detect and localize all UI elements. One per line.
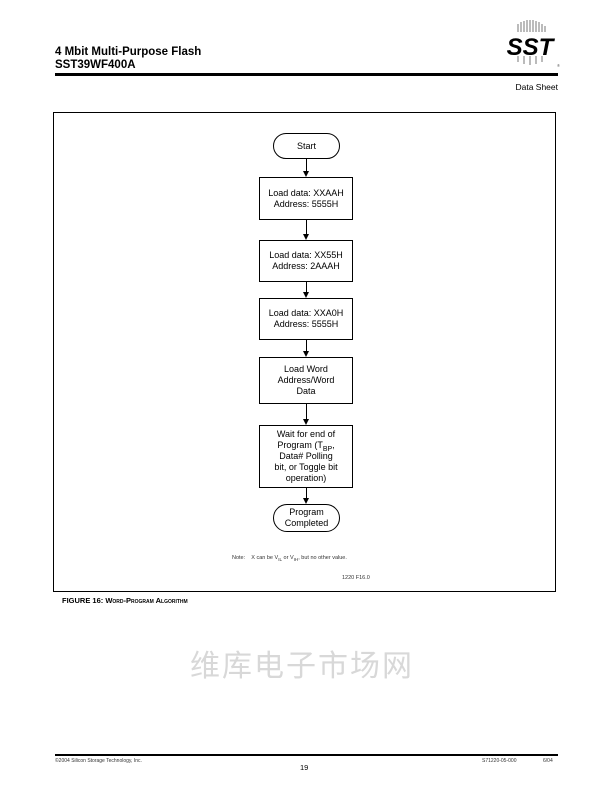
connector — [306, 340, 307, 351]
step-line: Address/Word — [277, 375, 335, 385]
footer-rule — [55, 754, 558, 756]
svg-text:®: ® — [557, 63, 560, 68]
step-line: operation) — [285, 473, 327, 483]
sst-logo: SST ® — [500, 18, 560, 70]
step-line: bit, or Toggle bit — [274, 462, 338, 472]
step-line: Load data: XXA0H — [268, 308, 344, 318]
text: , — [332, 440, 335, 450]
figure-note: Note: X can be VIL or VIH, but no other … — [232, 555, 347, 563]
doc-number: S71220-05-000 — [482, 758, 517, 764]
step-line: Load data: XXAAH — [268, 187, 344, 198]
connector — [306, 404, 307, 419]
subscript: BP — [322, 445, 333, 453]
figure-frame — [53, 112, 556, 592]
header-rule — [55, 73, 558, 76]
connector — [306, 220, 307, 234]
step-line: Data — [296, 386, 316, 396]
product-title: 4 Mbit Multi-Purpose Flash — [55, 46, 202, 58]
flow-step-wait: Wait for end of Program (TBP, Data# Poll… — [259, 425, 353, 488]
connector — [306, 282, 307, 292]
arrow-icon — [303, 171, 309, 177]
text: Program (T — [277, 440, 323, 450]
step-line: Wait for end of — [276, 429, 336, 439]
arrow-icon — [303, 234, 309, 240]
figure-id: 1220 F16.0 — [342, 575, 370, 581]
svg-text:SST: SST — [507, 34, 556, 61]
step-line: Load data: XX55H — [269, 250, 343, 260]
end-line: Completed — [284, 518, 329, 528]
text: or V — [282, 555, 294, 561]
arrow-icon — [303, 498, 309, 504]
connector — [306, 488, 307, 498]
flow-start: Start — [273, 133, 340, 159]
caption-title: Word-Program Algorithm — [105, 596, 188, 605]
step-line: Address: 2AAAH — [272, 261, 340, 271]
step-line: Data# Polling — [279, 451, 333, 461]
arrow-icon — [303, 292, 309, 298]
doc-type: Data Sheet — [515, 82, 558, 92]
part-number: SST39WF400A — [55, 59, 136, 71]
caption-prefix: FIGURE 16: — [62, 596, 106, 605]
arrow-icon — [303, 351, 309, 357]
step-line: Address: 5555H — [273, 319, 339, 329]
subscript: IH — [293, 557, 299, 563]
page-number: 19 — [300, 763, 309, 772]
subscript: IL — [278, 557, 283, 563]
watermark: 维库电子市场网 — [190, 649, 414, 684]
end-line: Program — [289, 507, 324, 517]
copyright: ©2004 Silicon Storage Technology, Inc. — [55, 758, 142, 764]
arrow-icon — [303, 419, 309, 425]
doc-date: 6/04 — [543, 758, 553, 764]
connector — [306, 159, 307, 171]
step-line: Program (TBP, — [274, 440, 337, 453]
text: X can be V — [251, 555, 279, 561]
step-line: Address: 5555H — [273, 198, 339, 209]
text: , but no other value. — [298, 555, 347, 561]
start-label: Start — [296, 140, 316, 151]
step-line: Load Word — [284, 364, 328, 374]
note-label: Note: — [232, 555, 246, 561]
figure-caption: FIGURE 16: Word-Program Algorithm — [62, 596, 188, 605]
